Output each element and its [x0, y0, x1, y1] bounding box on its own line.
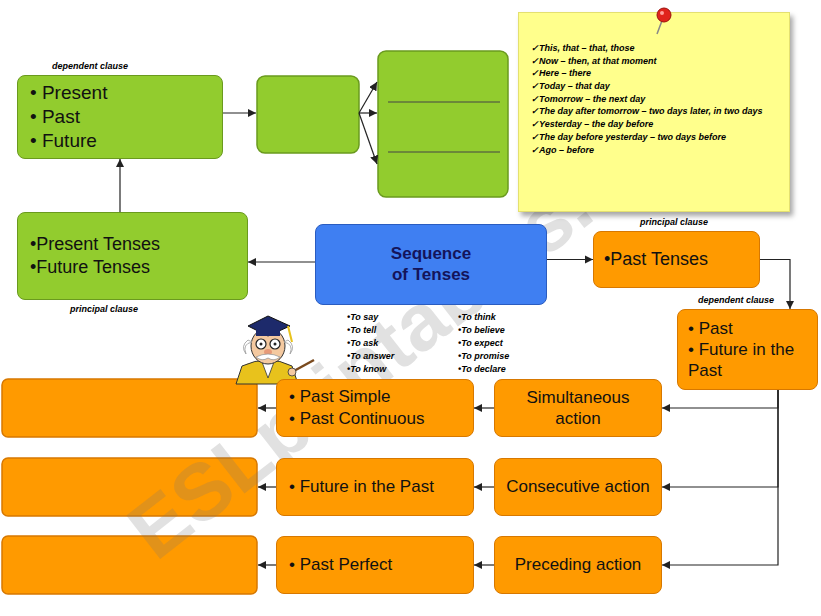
box-text: •Future Tenses — [30, 256, 235, 279]
arrow — [359, 113, 377, 164]
box-text: • Past Continuous — [289, 408, 461, 430]
box-text: • Past — [30, 105, 210, 129]
action-box: Simultaneous action — [494, 379, 662, 437]
box-text: Preceding action — [505, 554, 651, 575]
arrow — [258, 486, 276, 487]
clause-heading: dependent clause — [52, 61, 128, 72]
box-text: • Past — [688, 318, 807, 339]
connector-arrow — [547, 259, 593, 260]
box-text: • Future in the Past — [688, 339, 807, 382]
eye — [260, 343, 263, 346]
note-line: ✓This, that – that, those — [531, 43, 781, 55]
eye — [274, 343, 277, 346]
arrow — [223, 112, 256, 113]
note-line: ✓Ago – before — [531, 145, 781, 157]
arrow — [359, 82, 377, 113]
verb-label: •To declare — [458, 364, 506, 374]
tassel — [288, 326, 292, 342]
glasses — [270, 339, 280, 349]
empty-box — [2, 379, 257, 437]
pin-needle — [657, 18, 663, 34]
box-text: • Present — [30, 81, 210, 105]
connector-arrow — [662, 390, 778, 487]
box-text: • Future — [30, 129, 210, 153]
note-line: ✓Yesterday – the day before — [531, 119, 781, 131]
connector-arrow — [248, 261, 315, 262]
hair — [243, 340, 252, 354]
title-box: Sequence of Tenses — [315, 224, 547, 305]
connector-arrow — [474, 564, 494, 565]
box-text: Sequence of Tenses — [386, 244, 476, 285]
hand — [288, 368, 296, 376]
empty-box — [2, 458, 257, 516]
verb-label: •To expect — [458, 338, 503, 348]
box-text: Consecutive action — [505, 476, 651, 497]
connector-arrow — [662, 390, 778, 565]
box-text: •Present Tenses — [30, 233, 235, 256]
arrow — [359, 112, 377, 113]
tense-box: • Past Perfect — [276, 536, 474, 594]
cap — [256, 328, 280, 336]
tense-box: dependent clause• Past• Future in the Pa… — [677, 309, 818, 390]
sticky-note: ✓This, that – that, those✓Now – then, at… — [518, 12, 790, 212]
tense-box: •Present Tenses•Future Tensesprincipal c… — [17, 212, 248, 300]
empty-box — [257, 76, 359, 153]
tense-box: principal clause•Past Tenses — [593, 231, 760, 288]
note-line: ✓Now – then, at that moment — [531, 56, 781, 68]
note-line: ✓The day after tomorrow – two days later… — [531, 106, 781, 118]
verb-label: •To answer — [347, 351, 394, 361]
box-text: •Past Tenses — [604, 248, 749, 271]
pin-shine — [660, 11, 664, 15]
note-line: ✓Tomorrow – the next day — [531, 94, 781, 106]
glasses — [256, 339, 266, 349]
connector-arrow — [474, 486, 494, 487]
tense-box: • Future in the Past — [276, 458, 474, 516]
verb-label: •To believe — [458, 325, 505, 335]
empty-boxes — [2, 51, 508, 594]
mustache — [256, 354, 280, 360]
verb-label: •To tell — [347, 325, 376, 335]
note-line: ✓Here – there — [531, 68, 781, 80]
verb-label: •To think — [458, 312, 496, 322]
pin-head — [657, 8, 671, 22]
box-text: • Past Perfect — [289, 554, 461, 576]
verb-label: •To know — [347, 364, 386, 374]
blank-line — [388, 102, 500, 103]
mortarboard — [248, 316, 290, 336]
professor-illustration — [236, 316, 314, 384]
clause-heading: principal clause — [640, 217, 708, 228]
empty-box — [378, 51, 508, 197]
clause-heading: dependent clause — [698, 295, 774, 306]
face — [251, 328, 285, 364]
note-line: ✓Today – that day — [531, 81, 781, 93]
action-box: Consecutive action — [494, 458, 662, 516]
box-text: • Future in the Past — [289, 476, 461, 498]
note-line: ✓The day before yesterday – two days bef… — [531, 132, 781, 144]
connector-arrow — [662, 390, 778, 408]
verb-label: •To promise — [458, 351, 509, 361]
blank-line — [388, 152, 500, 153]
tense-box: • Past Simple• Past Continuous — [276, 379, 474, 437]
verb-label: •To ask — [347, 338, 378, 348]
arrow — [258, 564, 276, 565]
box-text: Simultaneous action — [505, 387, 651, 430]
connector-arrow — [119, 159, 120, 212]
tense-box: dependent clause• Present• Past• Future — [17, 75, 223, 159]
arrow — [258, 407, 276, 408]
push-pin — [657, 8, 671, 34]
verb-label: •To say — [347, 312, 378, 322]
connector-arrow — [474, 407, 494, 408]
box-text: • Past Simple — [289, 386, 461, 408]
empty-box — [2, 536, 257, 594]
action-box: Preceding action — [494, 536, 662, 594]
clause-heading: principal clause — [70, 304, 138, 316]
